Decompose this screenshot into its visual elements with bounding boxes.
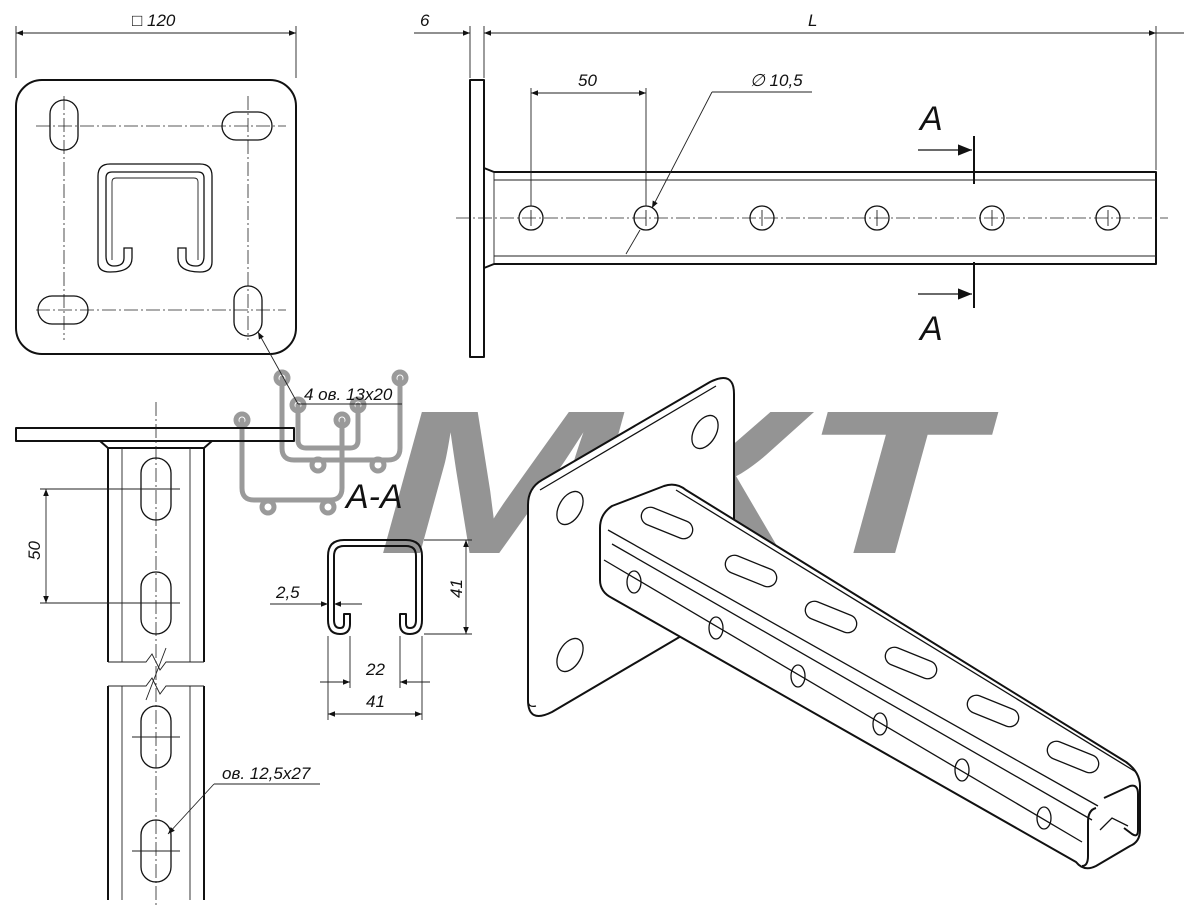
plate-size-dimension: □ 120: [15, 11, 297, 78]
side-pitch-label: 50: [25, 541, 44, 560]
flange-thickness-label: 6: [420, 11, 430, 30]
plate-size-label: □ 120: [132, 11, 176, 30]
isometric-top-slots: [640, 506, 1100, 774]
profile-opening-label: 22: [365, 660, 385, 679]
plate-slot-leader: 4 ов. 13х20: [257, 331, 402, 405]
profile-thickness-label: 2,5: [275, 583, 300, 602]
plate-slots-label: 4 ов. 13х20: [304, 385, 393, 404]
section-mark-bottom: A: [918, 310, 943, 348]
bracket-isometric-view: [527, 377, 1141, 870]
front-view-dimensions: 6 L 50 ∅ 10,5: [414, 11, 1184, 255]
isometric-side-holes: [626, 570, 1052, 830]
length-label: L: [808, 11, 817, 30]
plate-top-view: [15, 79, 297, 355]
hole-diameter-label: ∅ 10,5: [750, 71, 803, 90]
section-a-a: А-А 41 2,5 22 41: [270, 478, 472, 720]
front-view-holes: [518, 205, 1121, 231]
bracket-front-view: A A: [456, 79, 1168, 358]
profile-height-label: 41: [447, 579, 466, 598]
bracket-side-view: 50 ов. 12,5х27: [15, 402, 320, 905]
channel-slots-label: ов. 12,5х27: [222, 764, 311, 783]
section-title: А-А: [344, 478, 403, 516]
profile-width-label: 41: [366, 692, 385, 711]
front-pitch-label: 50: [578, 71, 597, 90]
section-mark-top: A: [918, 100, 943, 138]
cable-tray-logo-icon: [233, 369, 409, 516]
